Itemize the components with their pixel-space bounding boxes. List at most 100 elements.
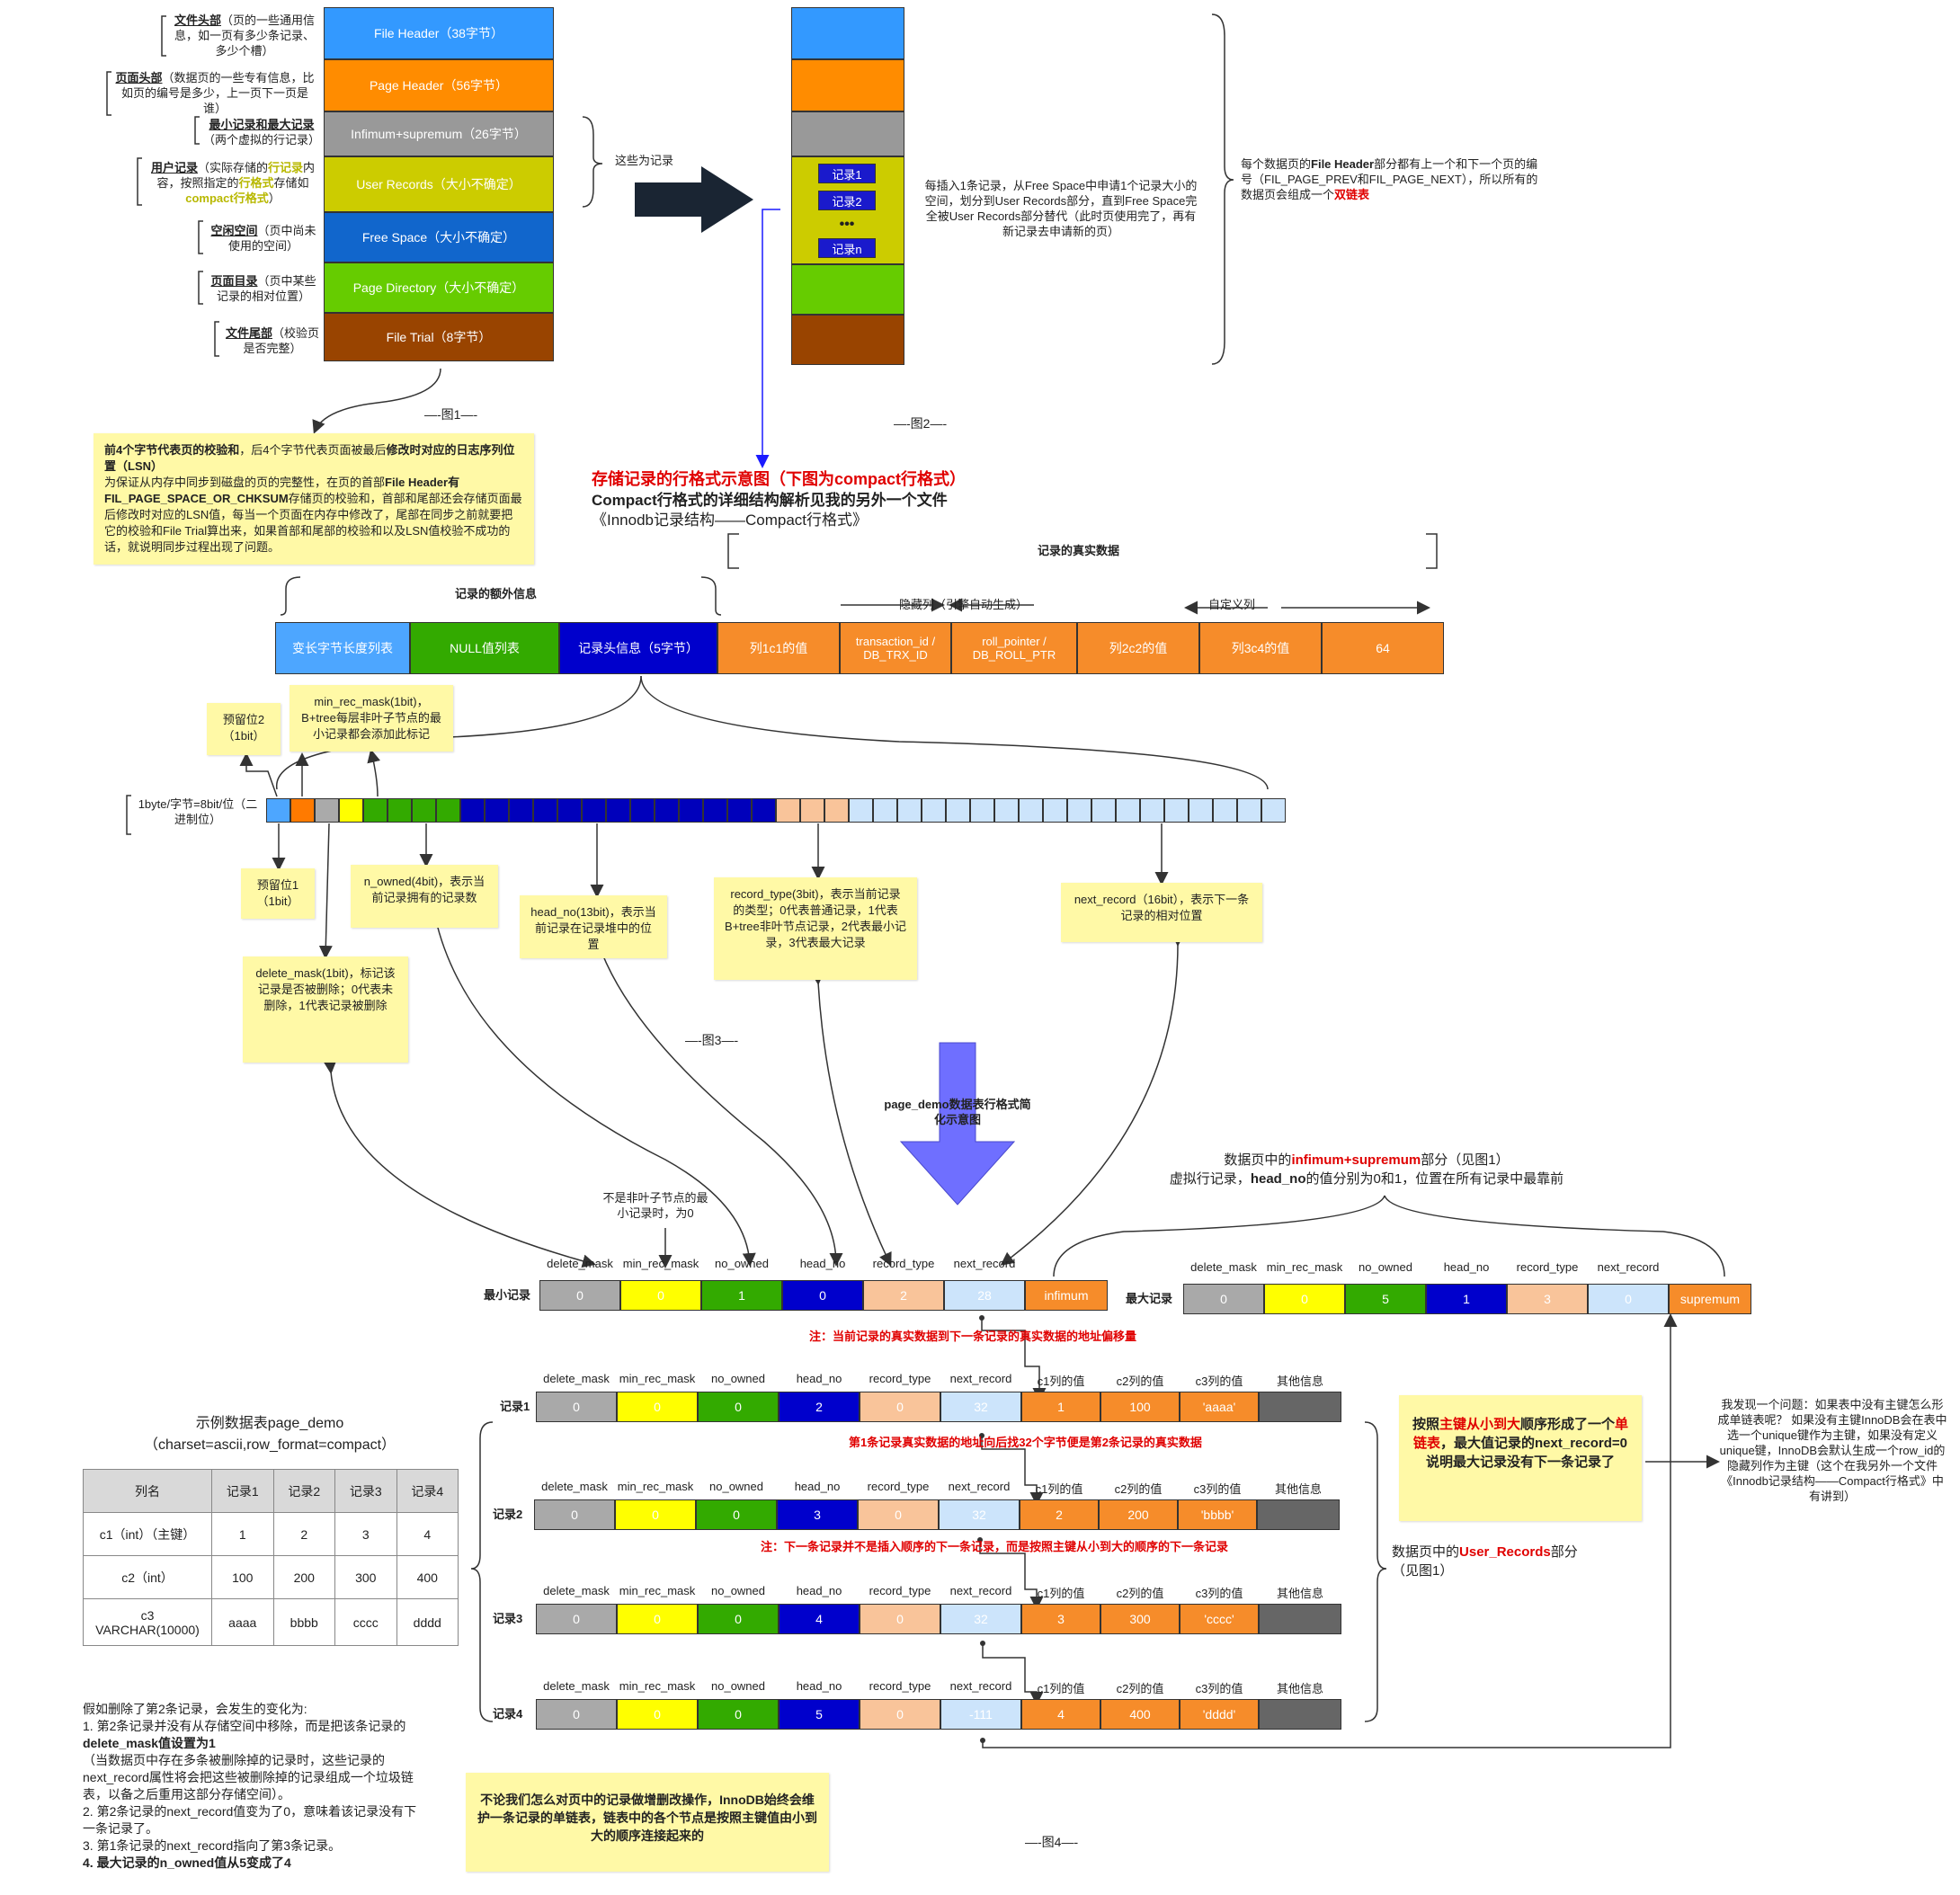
note-32: 第1条记录真实数据的地址向后找32个字节便是第2条记录的真实数据 [849, 1436, 1202, 1449]
max-hdr-delete-mask: delete_mask [1190, 1260, 1257, 1274]
hdr: c1列的值 [1035, 1482, 1083, 1496]
max-next-record: 0 [1588, 1284, 1669, 1314]
not-leaf-min-note: 不是非叶子节点的最小记录时，为0 [602, 1191, 708, 1220]
max-hdr-record-type: record_type [1516, 1260, 1579, 1274]
table-cell: c1（int）（主键） [83, 1512, 212, 1556]
table-row: c2（int） 100 200 300 400 [83, 1555, 459, 1599]
table-cell: 200 [272, 1555, 335, 1599]
fig2-caption: —-图2—- [894, 416, 948, 431]
bit-heap-no [533, 798, 557, 823]
page-directory-block: Page Directory（大小不确定） [324, 262, 554, 313]
fig2-file-trial [791, 315, 904, 365]
min-delete-mask: 0 [539, 1280, 620, 1311]
hdr: c3列的值 [1195, 1375, 1243, 1388]
table-cell: 3 [334, 1512, 397, 1556]
infsup-desc: 最小记录和最大记录（两个虚拟的行记录） [202, 118, 320, 147]
hidden-cols-label: 隐藏列（引擎自动生成） [899, 598, 1029, 611]
n-owned-note: n_owned(4bit)，表示当前记录拥有的记录数 [351, 865, 498, 928]
hdr: 其他信息 [1276, 1587, 1323, 1600]
infsup-title: 数据页中的infimum+supremum部分（见图1） 虚拟行记录，head_… [1169, 1152, 1564, 1187]
hdr: record_type [869, 1679, 931, 1693]
hdr: delete_mask [543, 1372, 610, 1385]
file-header-desc: 文件头部（页的一些通用信息，如一页有多少条记录、多少个槽） [174, 13, 316, 58]
hdr: c1列的值 [1037, 1375, 1085, 1388]
hdr: min_rec_mask [619, 1679, 696, 1693]
bit-heap-no [582, 798, 606, 823]
min-min-rec-mask: 0 [620, 1280, 701, 1311]
bit-next-record [1067, 798, 1091, 823]
rec1-delete-mask: 0 [536, 1392, 617, 1422]
rec1-next-record: 32 [940, 1392, 1021, 1422]
table-cell: 100 [211, 1555, 274, 1599]
rec2-delete-mask: 0 [534, 1499, 615, 1530]
bit-n-owned [388, 798, 412, 823]
hdr: 其他信息 [1276, 1682, 1323, 1695]
hdr: c1列的值 [1037, 1587, 1085, 1600]
rec4-min-rec-mask: 0 [617, 1699, 698, 1730]
bit-next-record [970, 798, 994, 823]
min-heap-no: 0 [782, 1280, 863, 1311]
bit-heap-no [727, 798, 752, 823]
user-records-desc: 用户记录（实际存储的行记录内容，按照指定的行格式存储如compact行格式） [150, 161, 316, 205]
demo-table-title: 示例数据表page_demo [195, 1416, 344, 1431]
rec2-other [1257, 1499, 1340, 1530]
max-n-owned: 5 [1345, 1284, 1426, 1314]
extra-info-label: 记录的额外信息 [455, 587, 538, 601]
rec1-c3: 'aaaa' [1180, 1392, 1259, 1422]
hdr: head_no [796, 1372, 842, 1385]
table-header: 记录4 [396, 1469, 459, 1513]
min-hdr-next-record: next_record [953, 1257, 1016, 1270]
fig3-title-line2: Compact行格式的详细结构解析见我的另外一个文件 [592, 492, 948, 509]
fig2-record-2: 记录2 [818, 191, 876, 210]
rec2-next-record: 32 [939, 1499, 1020, 1530]
min-n-owned: 1 [701, 1280, 782, 1311]
file-trial-block: File Trial（8字节） [324, 313, 554, 361]
rec3-delete-mask: 0 [536, 1604, 617, 1634]
row-col3: 列3c4的值 [1199, 622, 1322, 674]
bit-next-record [922, 798, 946, 823]
bit-next-record [1140, 798, 1164, 823]
hdr: c3列的值 [1193, 1482, 1242, 1496]
bit-next-record [1213, 798, 1237, 823]
hdr: c3列的值 [1195, 1682, 1243, 1695]
demo-table-subtitle: （charset=ascii,row_format=compact） [143, 1437, 396, 1453]
min-hdr-record-type: record_type [872, 1257, 935, 1270]
max-delete-mask: 0 [1183, 1284, 1264, 1314]
bit-heap-no [460, 798, 485, 823]
hdr: next_record [948, 1480, 1011, 1493]
linked-list-note: 按照主键从小到大顺序形成了一个单链表，最大值记录的next_record=0说明… [1399, 1395, 1642, 1521]
rec2-n-owned: 0 [696, 1499, 777, 1530]
table-cell: 1 [211, 1512, 274, 1556]
bit-min-rec-mask [339, 798, 363, 823]
rec1-heap-no: 2 [779, 1392, 860, 1422]
rec3-heap-no: 4 [779, 1604, 860, 1634]
max-hdr-heap-no: head_no [1443, 1260, 1490, 1274]
record-3-label: 记录3 [493, 1612, 523, 1625]
rec4-record-type: 0 [860, 1699, 940, 1730]
hdr: c1列的值 [1037, 1682, 1085, 1695]
delete-line: 假如删除了第2条记录，会发生的变化为: [83, 1702, 307, 1716]
hdr: record_type [869, 1584, 931, 1597]
big-arrow-icon [635, 166, 753, 233]
rec1-record-type: 0 [860, 1392, 940, 1422]
rec1-other [1259, 1392, 1341, 1422]
bit-next-record [1189, 798, 1213, 823]
delete-explanation: 假如删除了第2条记录，会发生的变化为: 1. 第2条记录并没有从存储空间中移除，… [83, 1701, 469, 1872]
rec3-record-type: 0 [860, 1604, 940, 1634]
row-null-list: NULL值列表 [410, 622, 559, 674]
bit-record-type [800, 798, 824, 823]
rec2-c2: 200 [1099, 1499, 1178, 1530]
bit-record-type [776, 798, 800, 823]
rec4-heap-no: 5 [779, 1699, 860, 1730]
rec3-other [1259, 1604, 1341, 1634]
rec4-c2: 400 [1100, 1699, 1180, 1730]
min-hdr-n-owned: no_owned [715, 1257, 769, 1270]
rec3-min-rec-mask: 0 [617, 1604, 698, 1634]
bit-reserved1 [266, 798, 290, 823]
hdr: min_rec_mask [617, 1480, 694, 1493]
hdr: delete_mask [543, 1584, 610, 1597]
fig1-caption: —-图1—- [424, 407, 478, 422]
min-rec-mask-note: min_rec_mask(1bit)，B+tree每层非叶子节点的最小记录都会添… [290, 685, 453, 752]
free-space-block: Free Space（大小不确定） [324, 212, 554, 262]
bit-delete-mask [315, 798, 339, 823]
